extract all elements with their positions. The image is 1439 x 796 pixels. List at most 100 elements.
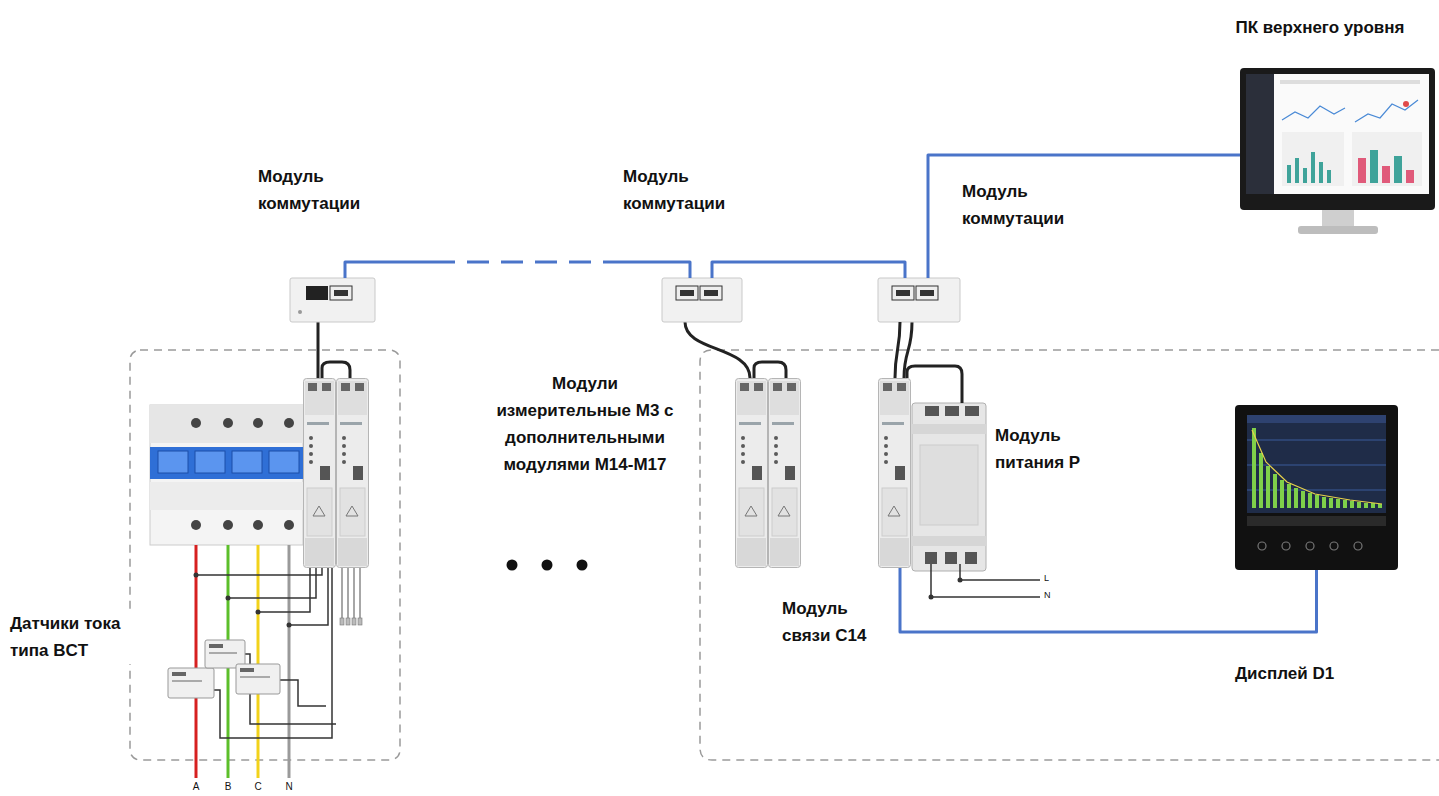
- tap-wires-part: [258, 568, 310, 612]
- display-panel-part-part: [1343, 500, 1347, 508]
- circuit-breaker-part: [284, 520, 294, 530]
- pc-monitor-part: [1406, 170, 1414, 183]
- pc-monitor-part-part: [1327, 170, 1331, 183]
- patch-cables-part: [317, 322, 320, 378]
- meter-input-wires-part: [341, 568, 343, 618]
- network-switch-part: [896, 290, 910, 296]
- network-switch-part: [290, 278, 375, 322]
- display-panel-part-part: [1306, 542, 1314, 550]
- circuit-breaker-part: [223, 520, 233, 530]
- display-panel-part: [1258, 542, 1362, 550]
- current-sensor-part: [240, 668, 254, 672]
- display-panel-part: [1247, 415, 1386, 513]
- patch-cables-part: [322, 362, 350, 378]
- display-panel-part-part: [1247, 465, 1386, 466]
- current-sensor-part: [240, 676, 270, 678]
- display-panel-part-part: [1315, 495, 1319, 508]
- wire-end-part: [346, 618, 350, 625]
- junction-dot-part: [929, 595, 934, 600]
- display-panel-part-part: [1258, 542, 1266, 550]
- circuit-breaker-part: [253, 520, 263, 530]
- tap-wires-part: [280, 680, 326, 706]
- pc-monitor: [1240, 68, 1435, 234]
- circuit-breaker-part: [284, 418, 294, 428]
- display-panel-part-part: [1350, 501, 1354, 508]
- patch-cables-part: [754, 362, 786, 378]
- display-panel-part-part: [1371, 503, 1375, 508]
- pc-monitor-part: [1240, 68, 1435, 210]
- module-heading: Модуль коммутации: [623, 163, 725, 217]
- display-panel-part: [1252, 430, 1382, 504]
- network-switch-part: [704, 290, 718, 296]
- power-module-part: [925, 552, 937, 564]
- power-module-part: [920, 445, 978, 525]
- wire-end: [340, 618, 362, 625]
- network-switch-part: [298, 310, 302, 314]
- power-module-part: [912, 424, 986, 434]
- power-module: [912, 403, 986, 571]
- display-panel: [1235, 405, 1398, 570]
- current-sensor-part: [236, 664, 280, 694]
- dashed-region: [130, 350, 1439, 760]
- phase-wires-part: [257, 545, 260, 778]
- current-sensor-part: [209, 644, 223, 648]
- circuit-breaker-part: [158, 451, 188, 473]
- display-panel-part-part: [1364, 503, 1368, 508]
- display-panel-part-part: [1266, 466, 1270, 508]
- junction-dot-part: [958, 578, 963, 583]
- phase-wires-part: [288, 545, 291, 778]
- display-panel-part-part: [1280, 480, 1284, 508]
- circuit-breaker-part: [191, 418, 201, 428]
- supply-wires-part: [931, 564, 1040, 597]
- module-heading: Модуль связи C14: [782, 595, 890, 649]
- network-switch-part: [700, 286, 722, 300]
- phase-name: N: [285, 781, 292, 793]
- meter-module-part: [304, 379, 336, 568]
- display-panel-part-part: [1329, 498, 1333, 508]
- power-module-part: [965, 406, 979, 416]
- phase-name: C: [254, 781, 261, 793]
- current-sensor-part: [172, 672, 186, 676]
- junction-dot-part: [256, 610, 261, 615]
- phase-wires-part: [195, 545, 198, 778]
- network-switch: Модуль коммутации: [662, 278, 742, 322]
- circuit-breaker-part: [223, 418, 233, 428]
- current-sensor: [168, 640, 280, 698]
- display-panel-part: [1247, 516, 1386, 526]
- network-cable: [712, 262, 905, 278]
- meter-input-wires: [342, 568, 360, 618]
- display-panel-part-part: [1354, 542, 1362, 550]
- circuit-breaker-part: [253, 418, 263, 428]
- pc-monitor-part: [1370, 150, 1378, 183]
- network-switch-part: [306, 286, 328, 300]
- meter-input-wires-part: [353, 568, 355, 618]
- junction-dot-part: [226, 596, 231, 601]
- tap-wires: [196, 568, 336, 738]
- display-panel-part: [1252, 428, 1382, 508]
- current-sensor-part: [172, 680, 202, 682]
- network-switch-part: [878, 278, 960, 322]
- pc-monitor-part-part: [1319, 162, 1323, 183]
- module-heading: ПК верхнего уровня: [1236, 14, 1405, 41]
- pc-monitor-part: [1322, 210, 1354, 228]
- group-caption: Модули измерительные M3 с дополнительным…: [493, 370, 678, 478]
- circuit-breaker-part: [232, 451, 262, 473]
- network-cable: [900, 568, 1317, 632]
- pc-monitor-part: [1403, 101, 1409, 107]
- pc-monitor-part: [1355, 100, 1418, 122]
- pc-monitor-part-part: [1311, 152, 1315, 183]
- tap-wires-part: [228, 568, 316, 598]
- junction-dot: [929, 578, 963, 600]
- network-switch: Модуль коммутации: [878, 278, 960, 322]
- display-panel-part-part: [1336, 499, 1340, 508]
- pc-monitor-part: [1352, 132, 1422, 186]
- ellipsis-dots-part: [542, 560, 553, 571]
- patch-cables-part: [907, 366, 962, 403]
- circuit-breaker-part: [269, 451, 299, 473]
- phase-name: B: [225, 781, 232, 793]
- display-panel-part-part: [1308, 493, 1312, 508]
- patch-cable: [895, 322, 900, 378]
- supply-pin: L: [1044, 573, 1049, 584]
